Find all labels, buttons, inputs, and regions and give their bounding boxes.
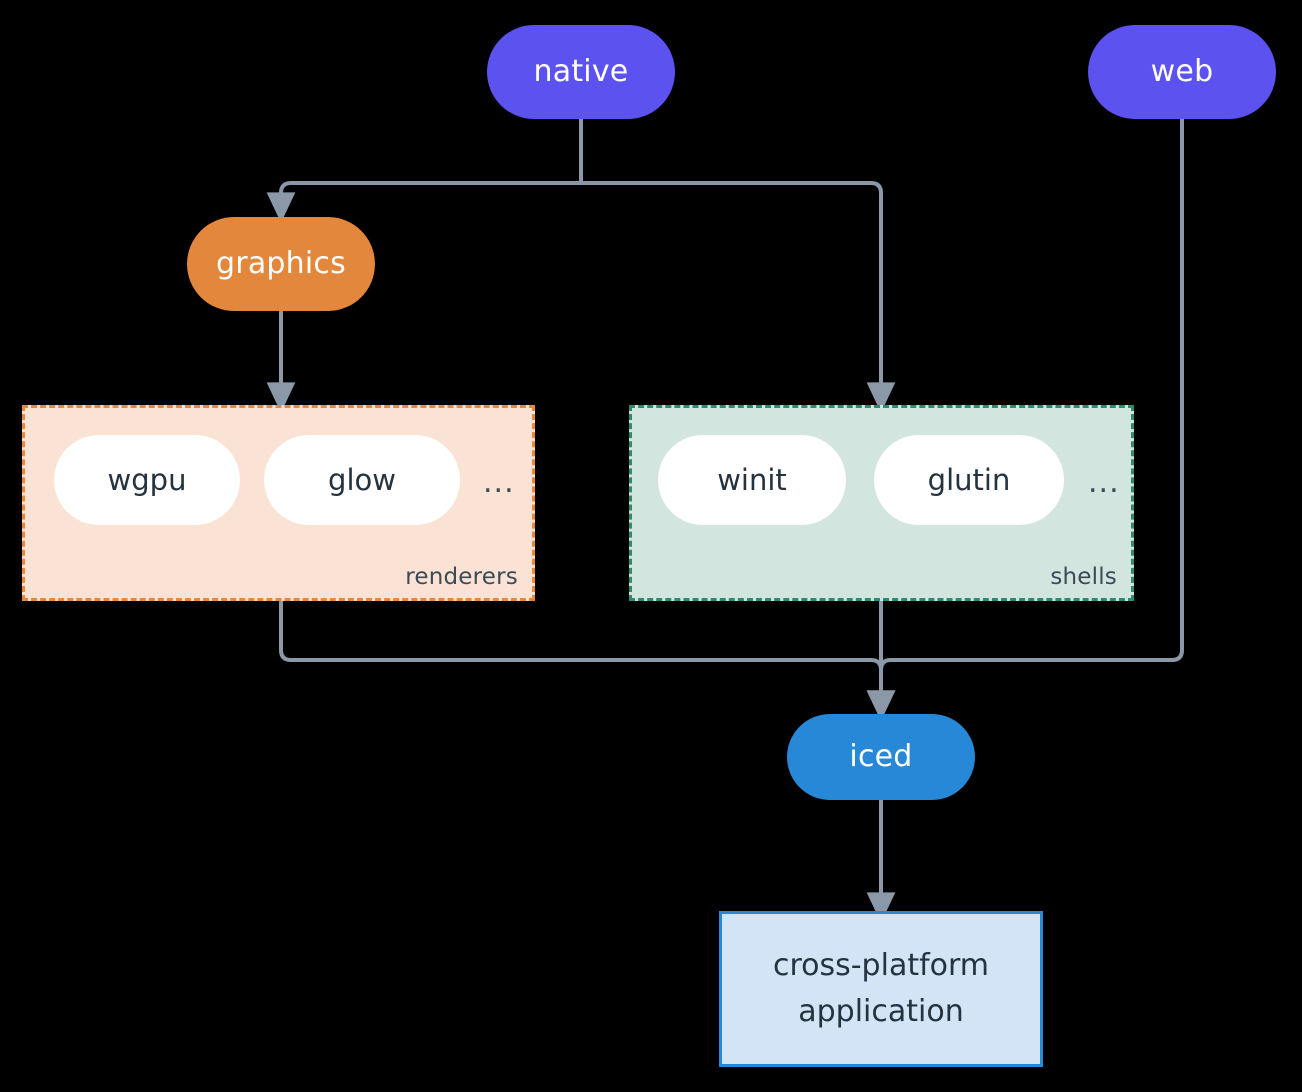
edge-renderers-to-iced — [279, 599, 896, 721]
node-application-label: cross-platform application — [772, 947, 990, 1030]
chip-glow[interactable]: glow — [264, 435, 460, 525]
chip-wgpu-label: wgpu — [107, 463, 187, 497]
node-web[interactable]: web — [1088, 25, 1276, 119]
node-web-label: web — [1150, 54, 1214, 90]
node-cross-platform-application[interactable]: cross-platform application — [719, 911, 1043, 1067]
chip-glow-label: glow — [328, 463, 396, 497]
group-shells: winit glutin ... shells — [629, 405, 1134, 601]
node-native[interactable]: native — [487, 25, 675, 119]
shells-overflow-ellipsis: ... — [1088, 465, 1120, 500]
node-iced-label: iced — [849, 739, 913, 775]
chip-glutin[interactable]: glutin — [874, 435, 1064, 525]
chip-winit[interactable]: winit — [658, 435, 846, 525]
node-native-label: native — [533, 54, 629, 90]
group-renderers: wgpu glow ... renderers — [22, 405, 535, 601]
edge-native-to-graphics — [266, 181, 583, 223]
chip-glutin-label: glutin — [927, 463, 1011, 497]
chip-winit-label: winit — [717, 463, 787, 497]
group-shells-label: shells — [1050, 564, 1117, 590]
node-graphics[interactable]: graphics — [187, 217, 375, 311]
node-iced[interactable]: iced — [787, 714, 975, 800]
renderers-overflow-ellipsis: ... — [483, 465, 515, 500]
group-renderers-label: renderers — [405, 564, 518, 590]
node-graphics-label: graphics — [216, 246, 346, 282]
edge-native-to-shells — [579, 181, 896, 413]
chip-wgpu[interactable]: wgpu — [54, 435, 240, 525]
